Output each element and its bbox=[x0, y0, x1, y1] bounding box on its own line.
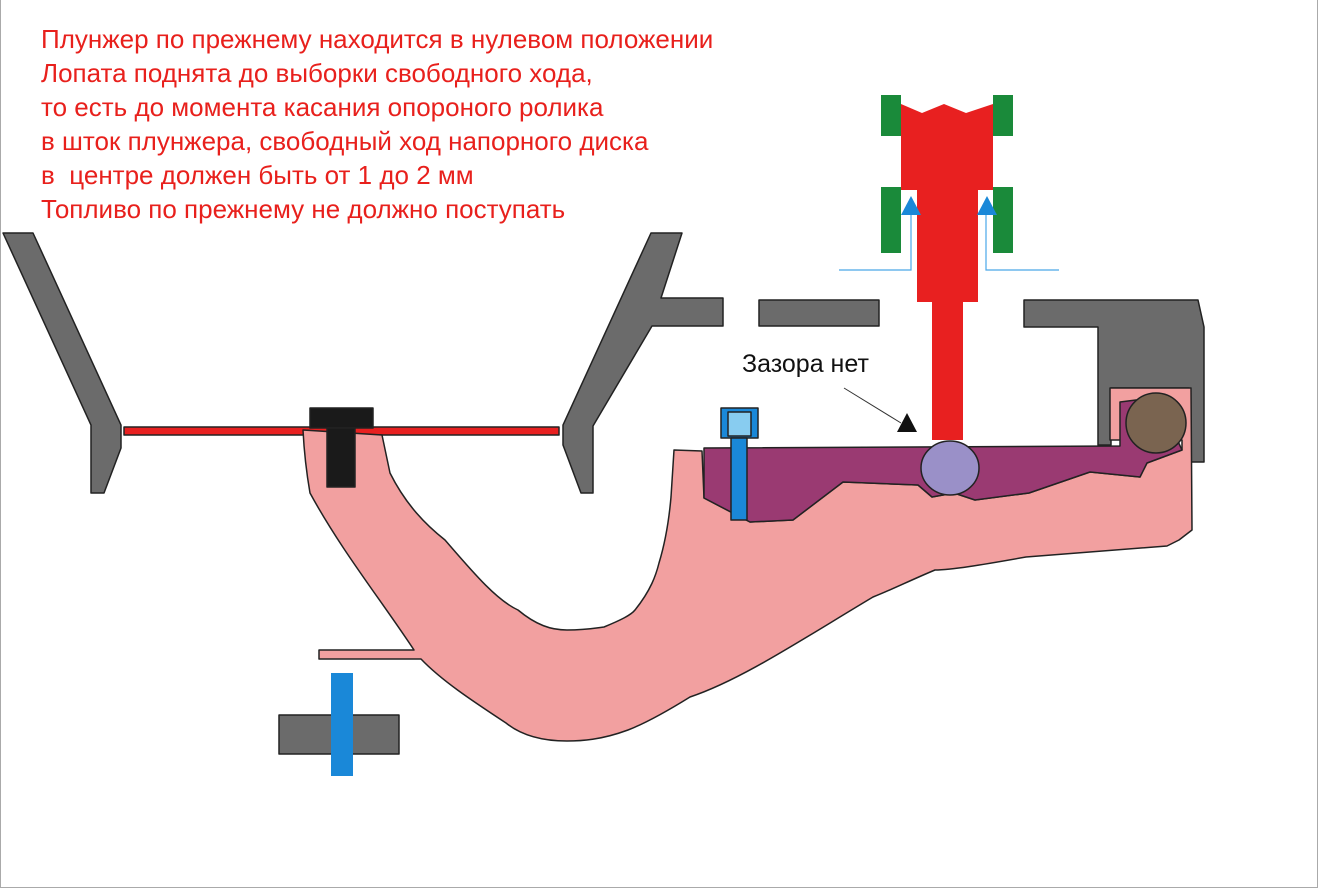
adjust-screw-stem bbox=[730, 437, 748, 521]
caption-line: Топливо по прежнему не должно поступать bbox=[41, 194, 566, 224]
stop-pin bbox=[331, 673, 353, 776]
housing-bar-middle bbox=[758, 299, 880, 327]
seal-bottom-right bbox=[993, 187, 1013, 253]
fuel-line-left bbox=[839, 210, 912, 271]
fuel-arrow-up-icon bbox=[901, 196, 921, 215]
pivot-stem bbox=[326, 427, 356, 488]
caption-text: Плунжер по прежнему находится в нулевом … bbox=[41, 22, 713, 226]
caption-line: в центре должен быть от 1 до 2 мм bbox=[41, 160, 474, 190]
support-roller-ball bbox=[920, 440, 980, 496]
seal-top-left bbox=[881, 95, 901, 136]
right-housing-wall bbox=[562, 232, 724, 494]
pivot-roller bbox=[1125, 392, 1187, 454]
seal-top-right bbox=[993, 95, 1013, 136]
pointer-arrow-icon bbox=[897, 413, 917, 432]
caption-line: Плунжер по прежнему находится в нулевом … bbox=[41, 24, 714, 54]
seal-bottom-left bbox=[881, 187, 901, 253]
adjust-screw-slot bbox=[727, 411, 752, 437]
caption-line: то есть до момента касания опороного рол… bbox=[41, 92, 604, 122]
caption-line: Лопата поднята до выборки свободного ход… bbox=[41, 58, 593, 88]
shovel-lever bbox=[302, 387, 1193, 742]
pivot-cap bbox=[309, 407, 374, 429]
caption-line: в шток плунжера, свободный ход напорного… bbox=[41, 126, 649, 156]
plunger bbox=[901, 104, 993, 440]
no-gap-label: Зазора нет bbox=[742, 350, 869, 378]
fuel-arrow-up-icon bbox=[977, 196, 997, 215]
annotation-pointer bbox=[843, 387, 902, 424]
left-housing-wall bbox=[2, 232, 122, 494]
fuel-line-right bbox=[985, 210, 1059, 271]
